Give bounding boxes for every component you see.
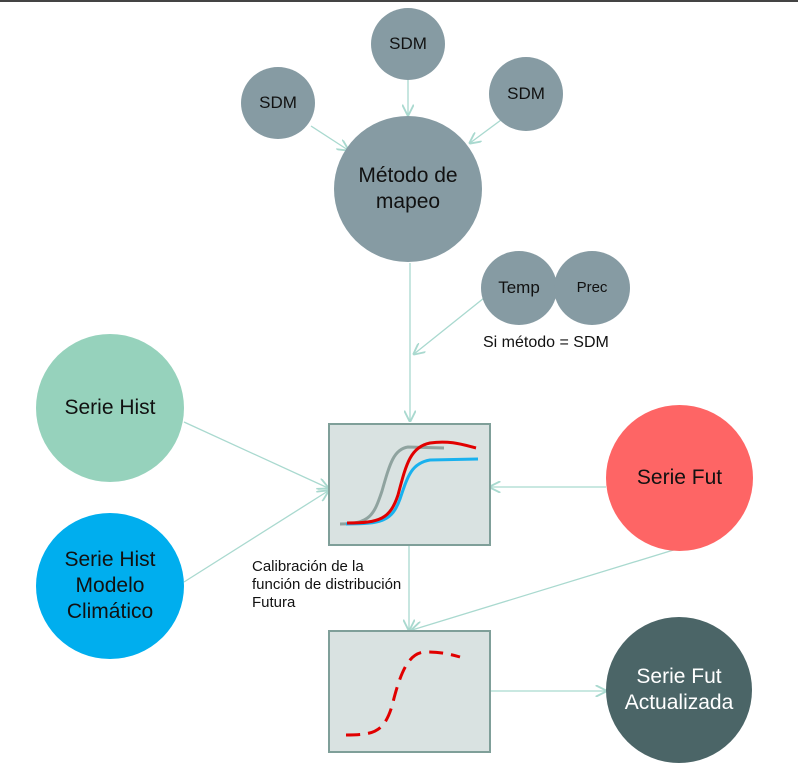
serie-hist-node: Serie Hist [36, 334, 184, 482]
dashed-curve-chart [345, 650, 461, 737]
arrow-temp-to-line [414, 297, 485, 354]
curve-red-dashed [345, 650, 461, 737]
updated-series-box [328, 630, 491, 753]
serie-fut-actualizada-node: Serie Fut Actualizada [606, 617, 752, 763]
sdm-node-right: SDM [489, 57, 563, 131]
temp-node: Temp [481, 251, 557, 325]
arrow-sdm-right-to-metodo [470, 119, 502, 143]
curve-red [346, 440, 477, 525]
serie-fut-node: Serie Fut [606, 405, 753, 551]
sdm-node-left: SDM [241, 67, 315, 139]
arrow-model-to-box [183, 491, 328, 583]
calibracion-label: Calibración de la función de distribució… [252, 558, 402, 611]
serie-hist-modelo-node: Serie Hist Modelo Climático [36, 513, 184, 659]
arrow-fut-to-box2 [412, 547, 681, 630]
arrow-hist-to-box [183, 421, 328, 488]
top-border [0, 0, 798, 2]
calibration-curves-box [328, 423, 491, 546]
sdm-node-top: SDM [371, 8, 445, 80]
si-metodo-label: Si método = SDM [483, 334, 609, 351]
curve-blue [345, 457, 479, 526]
cdf-curves-chart [339, 440, 479, 526]
prec-node: Prec [554, 251, 630, 325]
metodo-de-mapeo-node: Método de mapeo [334, 116, 482, 262]
arrow-sdm-left-to-metodo [310, 125, 348, 150]
